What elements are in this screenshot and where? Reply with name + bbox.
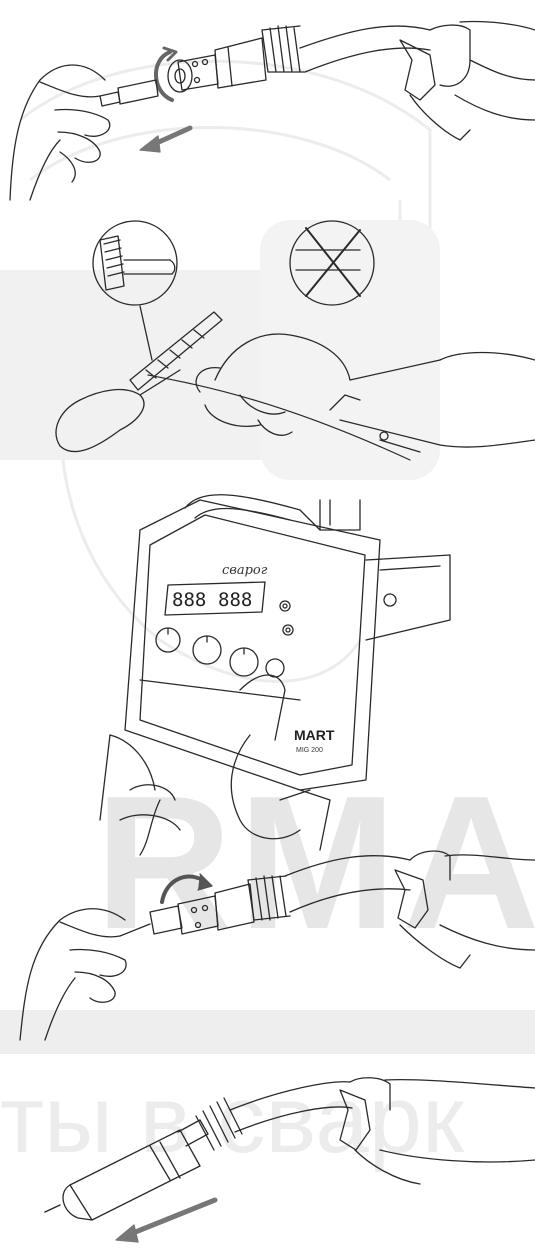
model-sub-label: MIG 200 [296,747,323,754]
display-right: 888 [218,589,252,611]
brand-label: сварог [222,563,268,578]
display-left: 888 [172,589,206,611]
model-label: MART [294,727,335,743]
